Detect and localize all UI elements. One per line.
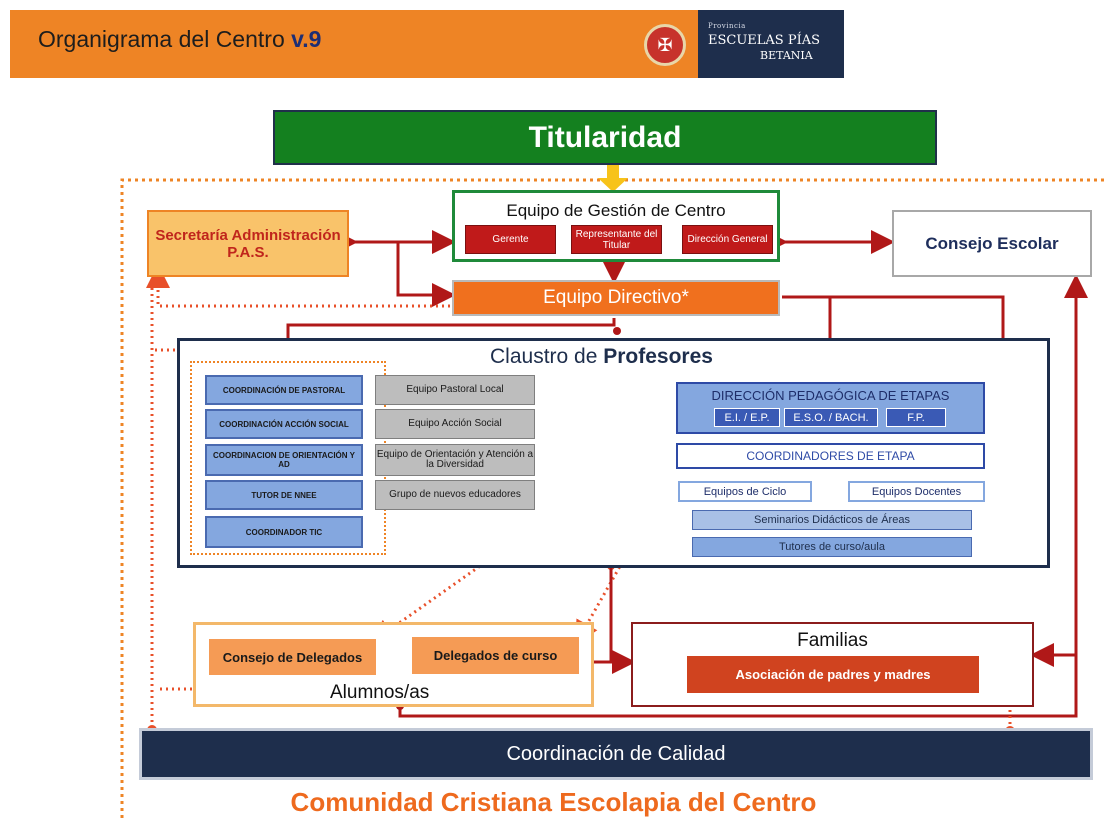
equipo-gestion-box: Equipo de Gestión de Centro Gerente Repr…: [452, 190, 780, 262]
direccion-general-box: Dirección General: [682, 225, 773, 254]
alumnos-label: Alumnos/as: [330, 682, 430, 703]
etapa-fp: F.P.: [886, 408, 946, 427]
logo-box: [698, 10, 844, 78]
equipos-docentes-box: Equipos Docentes: [848, 481, 985, 502]
coordinador-tic-box: COORDINADOR TIC: [205, 516, 363, 548]
equipo-accion-social-box: Equipo Acción Social: [375, 409, 535, 439]
tutores-box: Tutores de curso/aula: [692, 537, 972, 557]
header-bar: [10, 10, 698, 78]
coordinacion-accion-social-box: COORDINACIÓN ACCIÓN SOCIAL: [205, 409, 363, 439]
grupo-nuevos-educadores-box: Grupo de nuevos educadores: [375, 480, 535, 510]
coordinacion-orientacion-box: COORDINACION DE ORIENTACIÓN Y AD: [205, 444, 363, 476]
secretaria-box: Secretaría Administración P.A.S.: [147, 210, 349, 277]
seminarios-box: Seminarios Didácticos de Áreas: [692, 510, 972, 530]
coordinacion-pastoral-box: COORDINACIÓN DE PASTORAL: [205, 375, 363, 405]
page-title: Organigrama del Centro v.9: [38, 26, 322, 52]
consejo-escolar-box: Consejo Escolar: [892, 210, 1092, 277]
familias-title: Familias: [797, 630, 868, 651]
equipo-orientacion-box: Equipo de Orientación y Atención a la Di…: [375, 444, 535, 476]
escuelas-pias-seal-icon: ✠: [644, 24, 686, 66]
comunidad-label: Comunidad Cristiana Escolapia del Centro: [290, 787, 817, 817]
representante-titular-box: Representante del Titular: [571, 225, 662, 254]
direccion-pedagogica-box: DIRECCIÓN PEDAGÓGICA DE ETAPAS E.I. / E.…: [676, 382, 985, 434]
asociacion-padres-box: Asociación de padres y madres: [687, 656, 979, 693]
coordinadores-etapa-box: COORDINADORES DE ETAPA: [676, 443, 985, 469]
delegados-curso-box: Delegados de curso: [412, 637, 579, 674]
etapa-eso-bach: E.S.O. / BACH.: [784, 408, 878, 427]
equipo-gestion-title: Equipo de Gestión de Centro: [506, 201, 726, 220]
equipo-pastoral-box: Equipo Pastoral Local: [375, 375, 535, 405]
tutor-nnee-box: TUTOR DE NNEE: [205, 480, 363, 510]
direccion-pedagogica-title: DIRECCIÓN PEDAGÓGICA DE ETAPAS: [711, 388, 950, 403]
titularidad-box: Titularidad: [273, 110, 937, 165]
logo-bottom-text: BETANIA: [760, 49, 813, 62]
logo-middle-text: ESCUELAS PÍAS: [708, 33, 821, 48]
coordinacion-calidad-box: Coordinación de Calidad: [139, 728, 1093, 780]
logo-top-text: Provincia: [708, 22, 746, 30]
etapa-ei-ep: E.I. / E.P.: [714, 408, 780, 427]
gerente-box: Gerente: [465, 225, 556, 254]
claustro-title: Claustro de Profesores: [490, 345, 713, 368]
consejo-delegados-box: Consejo de Delegados: [209, 639, 376, 675]
version-label: v.9: [291, 26, 322, 52]
equipos-ciclo-box: Equipos de Ciclo: [678, 481, 812, 502]
equipo-directivo-box: Equipo Directivo*: [452, 280, 780, 316]
